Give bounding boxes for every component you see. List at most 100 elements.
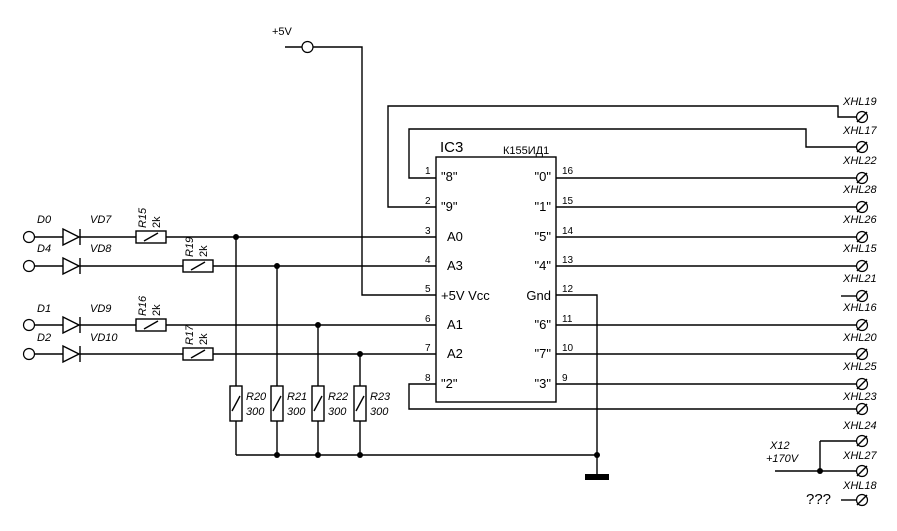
pin-signal: A2	[447, 346, 463, 361]
input-label: D4	[37, 243, 51, 255]
resistor-icon	[353, 385, 367, 422]
input-label: D1	[37, 303, 51, 315]
resistor-icon	[270, 385, 284, 422]
resistor-icon	[311, 385, 325, 422]
pin-signal: "1"	[535, 199, 552, 214]
junction-dot	[233, 234, 239, 240]
junction-dot	[357, 452, 363, 458]
pin-number: 1	[425, 166, 431, 177]
pin-signal: "0"	[535, 169, 552, 184]
output-label: XHL26	[842, 214, 878, 226]
resistor-label: R19	[184, 237, 196, 257]
ic-body	[435, 156, 557, 403]
lamp-terminal-icon	[855, 377, 869, 391]
pin-signal: "2"	[441, 376, 458, 391]
ground-symbol	[585, 474, 609, 480]
pin-number: 15	[562, 196, 574, 207]
diode-label: VD10	[90, 332, 118, 344]
output-label: XHL23	[842, 391, 878, 403]
pin-signal: +5V Vcc	[441, 288, 490, 303]
resistor-value: 2k	[198, 333, 210, 345]
lamp-terminal-icon	[855, 434, 869, 448]
diode-label: VD8	[90, 243, 112, 255]
output-label: XHL25	[842, 361, 878, 373]
resistor-icon	[182, 347, 214, 361]
lamp-terminal-icon	[855, 200, 869, 214]
pulldown-value: 300	[370, 406, 389, 418]
pin-number: 11	[562, 314, 573, 325]
pin-number: 8	[425, 373, 431, 384]
pin-signal: A0	[447, 229, 463, 244]
hv-value: +170V	[766, 453, 800, 465]
lamp-terminal-icon	[855, 493, 869, 507]
pulldown-value: 300	[246, 406, 265, 418]
lamp-terminal-icon	[855, 230, 869, 244]
resistor-icon	[229, 385, 243, 422]
lamp-terminal-icon	[855, 318, 869, 332]
lamp-terminal-icon	[855, 402, 869, 416]
resistor-label: R15	[137, 207, 149, 228]
hv-name: X12	[769, 440, 790, 452]
pin-number: 3	[425, 226, 431, 237]
unknown-label: ???	[806, 491, 831, 508]
output-label: XHL16	[842, 302, 878, 314]
lamp-terminal-icon	[855, 140, 869, 154]
input-label: D2	[37, 332, 51, 344]
pulldown-label: R20	[246, 391, 267, 403]
pin-signal: "8"	[441, 169, 458, 184]
resistor-icon	[135, 318, 167, 332]
pin-number: 12	[562, 284, 574, 295]
diode-icon	[62, 315, 81, 335]
pin-signal: A3	[447, 258, 463, 273]
junction-dot	[315, 452, 321, 458]
pulldown-label: R22	[328, 391, 348, 403]
diode-label: VD9	[90, 303, 111, 315]
diode-icon	[62, 227, 81, 247]
ic-part: К155ИД1	[503, 145, 549, 157]
diode-icon	[62, 344, 81, 364]
junction-dot	[357, 351, 363, 357]
pin-signal: "6"	[535, 317, 552, 332]
lamp-terminal-icon	[855, 171, 869, 185]
pin-signal: "5"	[535, 229, 552, 244]
lamp-terminal-icon	[855, 259, 869, 273]
junction-dot	[274, 452, 280, 458]
resistor-value: 2k	[151, 304, 163, 316]
pin-number: 6	[425, 314, 431, 325]
pulldown-value: 300	[287, 406, 306, 418]
resistor-icon	[182, 259, 214, 273]
output-label: XHL27	[842, 450, 878, 462]
junction-dot	[817, 468, 823, 474]
input-terminal	[22, 318, 36, 332]
input-terminal	[22, 230, 36, 244]
wire-pin8	[408, 383, 856, 410]
pin-number: 16	[562, 166, 574, 177]
supply-label: +5V	[272, 26, 293, 38]
pin-number: 4	[425, 255, 431, 266]
output-label: XHL19	[842, 96, 877, 108]
wire-gnd	[556, 294, 598, 475]
lamp-terminal-icon	[855, 289, 869, 303]
wire-pin1	[408, 128, 856, 179]
resistor-value: 2k	[198, 245, 210, 257]
pulldown-label: R21	[287, 391, 307, 403]
supply-terminal	[301, 40, 314, 54]
ic-name: IC3	[440, 139, 463, 156]
lamp-terminal-icon	[855, 464, 869, 478]
resistor-value: 2k	[151, 216, 163, 228]
output-label: XHL21	[842, 273, 877, 285]
pin-number: 7	[425, 343, 431, 354]
supply-wire	[285, 46, 436, 296]
output-label: XHL24	[842, 420, 877, 432]
pin-signal: "4"	[535, 258, 552, 273]
diode-icon	[62, 256, 81, 276]
resistor-icon	[135, 230, 167, 244]
input-label: D0	[37, 214, 52, 226]
pin-number: 2	[425, 196, 431, 207]
pin-number: 5	[425, 284, 431, 295]
pin-signal: Gnd	[526, 288, 551, 303]
pin-signal: "7"	[535, 346, 552, 361]
pin-number: 14	[562, 226, 574, 237]
pin-signal: "3"	[535, 376, 552, 391]
